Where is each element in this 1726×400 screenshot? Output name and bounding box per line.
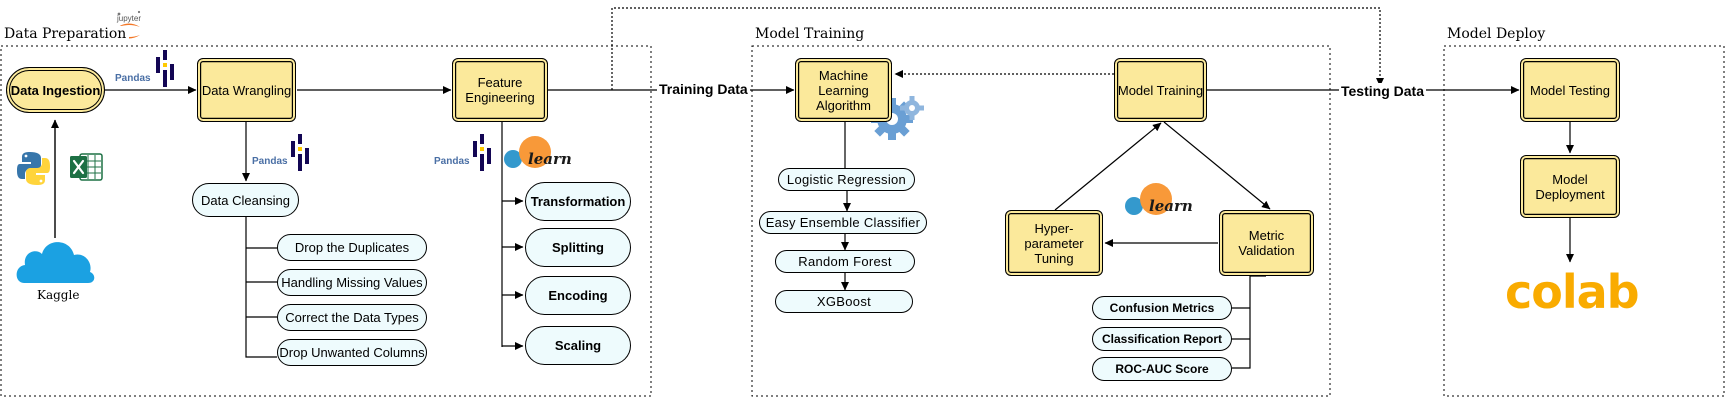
sklearn-icon: learn [504, 136, 572, 168]
jupyter-wordmark: jupyter [116, 14, 141, 23]
node-ml-algorithm[interactable]: Machine Learning Algorithm [795, 58, 892, 122]
colab-wordmark: colab [1505, 265, 1640, 319]
algorithm-item[interactable]: Random Forest [775, 250, 915, 273]
node-data-cleansing[interactable]: Data Cleansing [192, 183, 299, 217]
metric-tree-trunk [1232, 275, 1266, 369]
node-feature-engineering[interactable]: Feature Engineering [452, 58, 548, 122]
edge-feature-to-testing [611, 7, 1384, 90]
group-title-model-training: Model Training [752, 26, 868, 42]
edge-label-testing-data: Testing Data [1339, 83, 1426, 99]
cleansing-step[interactable]: Drop the Duplicates [277, 234, 427, 261]
algorithm-item[interactable]: Logistic Regression [778, 168, 915, 191]
pandas-label: Pandas [115, 73, 151, 84]
pandas-label: Pandas [252, 156, 288, 167]
pandas-icon [156, 50, 174, 87]
algorithm-item[interactable]: Easy Ensemble Classifier [759, 211, 927, 234]
group-title-model-deploy: Model Deploy [1444, 26, 1549, 42]
algorithm-item[interactable]: XGBoost [775, 290, 913, 313]
cleansing-step[interactable]: Correct the Data Types [277, 304, 427, 331]
feature-step[interactable]: Transformation [525, 182, 631, 221]
node-model-testing[interactable]: Model Testing [1520, 58, 1620, 122]
feature-step[interactable]: Encoding [525, 276, 631, 315]
cleansing-tree-trunk [245, 217, 277, 358]
kaggle-cloud-icon [16, 242, 95, 283]
pandas-icon [291, 134, 309, 171]
node-model-training[interactable]: Model Training [1114, 58, 1207, 122]
node-hyperparameter-tuning[interactable]: Hyper-parameter Tuning [1005, 210, 1103, 276]
model-training-group [751, 45, 1331, 397]
cleansing-step[interactable]: Handling Missing Values [277, 269, 427, 296]
pandas-label: Pandas [434, 156, 470, 167]
sklearn-wordmark: learn [528, 150, 572, 168]
sklearn-icon: learn [1125, 183, 1193, 215]
pandas-icon [473, 134, 491, 171]
data-preparation-group [0, 45, 652, 397]
metric-item[interactable]: Confusion Metrics [1092, 296, 1232, 320]
python-icon [17, 152, 50, 185]
kaggle-caption: Kaggle [37, 288, 80, 302]
metric-item[interactable]: ROC-AUC Score [1092, 357, 1232, 381]
node-model-deployment[interactable]: Model Deployment [1520, 155, 1620, 218]
feature-step[interactable]: Splitting [525, 228, 631, 267]
node-data-ingestion[interactable]: Data Ingestion [6, 67, 105, 113]
sklearn-wordmark: learn [1149, 197, 1193, 215]
group-title-data-preparation: Data Preparation [1, 26, 130, 42]
cleansing-step[interactable]: Drop Unwanted Columns [277, 339, 427, 366]
model-deploy-group [1443, 45, 1725, 397]
edge-tuning-training [1054, 122, 1162, 211]
metric-item[interactable]: Classification Report [1092, 327, 1232, 351]
node-metric-validation[interactable]: Metric Validation [1219, 210, 1314, 276]
edge-label-training-data: Training Data [657, 81, 750, 97]
feature-step[interactable]: Scaling [525, 326, 631, 365]
node-data-wrangling[interactable]: Data Wrangling [197, 58, 296, 122]
excel-icon [70, 153, 103, 181]
edge-training-metric [1163, 121, 1271, 210]
